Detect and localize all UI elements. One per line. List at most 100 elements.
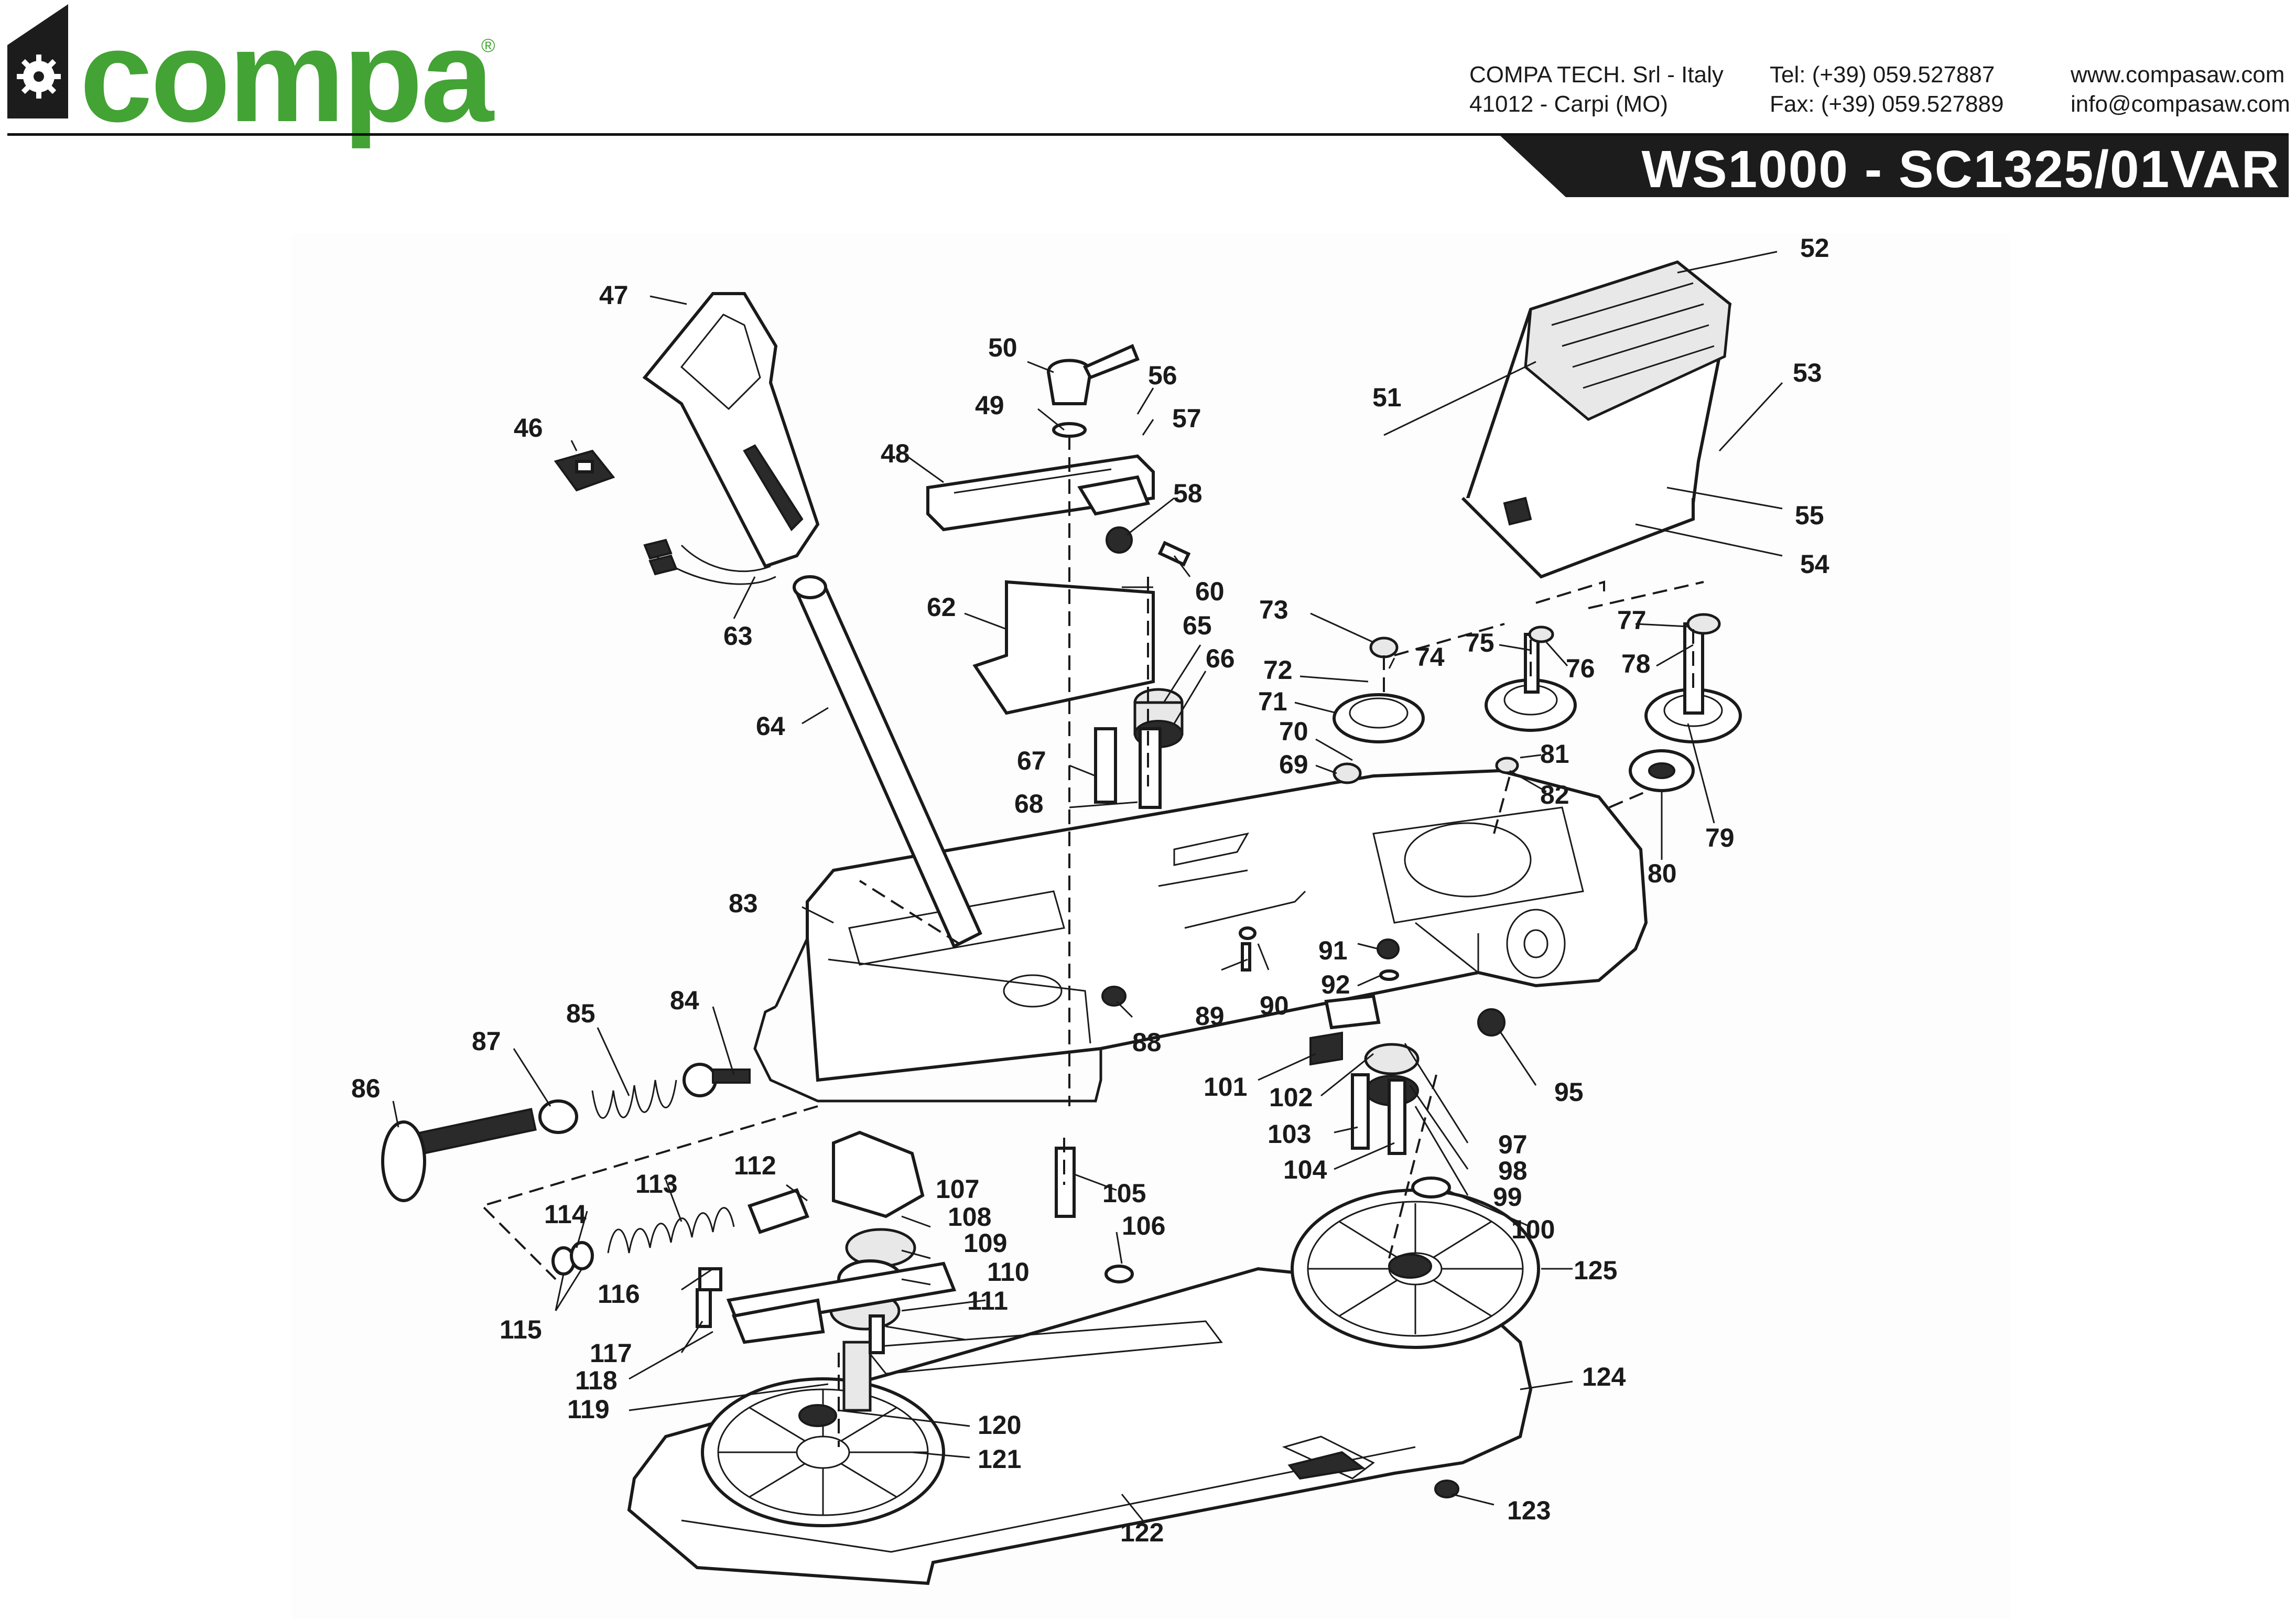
label-68: 68: [1014, 789, 1044, 818]
registered-mark: ®: [481, 35, 495, 56]
label-48: 48: [881, 439, 910, 468]
label-74: 74: [1415, 642, 1445, 672]
label-82: 82: [1540, 780, 1569, 810]
label-57: 57: [1172, 404, 1201, 433]
label-63: 63: [723, 621, 753, 651]
blade-tension-spring-part: [551, 1188, 809, 1276]
label-100: 100: [1511, 1215, 1555, 1244]
web-block: www.compasaw.com info@compasaw.com: [2071, 60, 2290, 119]
label-73: 73: [1259, 595, 1288, 624]
label-47: 47: [599, 280, 629, 310]
label-123: 123: [1507, 1496, 1551, 1525]
label-109: 109: [963, 1228, 1007, 1258]
title-banner: WS1000 - SC1325/01VAR: [1500, 136, 2289, 197]
label-60: 60: [1195, 577, 1225, 606]
label-86: 86: [351, 1074, 381, 1103]
label-114: 114: [544, 1200, 587, 1229]
callout-leaders: [392, 251, 1783, 1521]
guide-plate-part: [972, 580, 1155, 715]
label-71: 71: [1258, 687, 1287, 716]
company-address-block: COMPA TECH. Srl - Italy 41012 - Carpi (M…: [1469, 60, 1724, 119]
telephone: Tel: (+39) 059.527887: [1770, 62, 1995, 88]
company-address: 41012 - Carpi (MO): [1469, 91, 1669, 117]
company-name: COMPA TECH. Srl - Italy: [1469, 62, 1724, 88]
label-64: 64: [756, 711, 785, 741]
label-77: 77: [1617, 606, 1647, 635]
phone-block: Tel: (+39) 059.527887 Fax: (+39) 059.527…: [1770, 60, 2003, 119]
label-107: 107: [936, 1174, 979, 1204]
label-87: 87: [472, 1027, 501, 1056]
label-105: 105: [1102, 1179, 1146, 1208]
label-125: 125: [1574, 1256, 1617, 1285]
knob-part: [1046, 343, 1140, 438]
fax: Fax: (+39) 059.527889: [1770, 91, 2004, 117]
tension-screw-part: [381, 1063, 751, 1202]
lower-wheel-part: [701, 1377, 945, 1527]
page-title: WS1000 - SC1325/01VAR: [1641, 140, 2280, 199]
label-51: 51: [1372, 383, 1402, 412]
label-75: 75: [1465, 628, 1494, 657]
label-101: 101: [1204, 1072, 1247, 1102]
label-111: 111: [967, 1286, 1008, 1315]
label-46: 46: [514, 413, 543, 442]
label-95: 95: [1554, 1077, 1584, 1107]
label-103: 103: [1268, 1119, 1311, 1149]
label-52: 52: [1800, 233, 1829, 263]
label-58: 58: [1173, 479, 1203, 508]
motor-part: [1461, 260, 1732, 579]
label-118: 118: [575, 1366, 618, 1395]
label-121: 121: [978, 1444, 1021, 1474]
label-92: 92: [1321, 970, 1350, 999]
label-110: 110: [987, 1257, 1030, 1287]
blade-guide-bracket-part: [926, 454, 1155, 532]
gear-train-part: [1333, 613, 1742, 792]
label-112: 112: [734, 1151, 776, 1180]
label-124: 124: [1582, 1362, 1626, 1391]
label-53: 53: [1793, 358, 1822, 387]
compa-logo-icon: [7, 4, 68, 118]
label-116: 116: [598, 1279, 640, 1309]
label-62: 62: [927, 592, 956, 622]
label-69: 69: [1279, 750, 1308, 779]
label-81: 81: [1540, 739, 1569, 769]
label-83: 83: [729, 889, 758, 918]
switch-part: [554, 449, 615, 492]
label-115: 115: [500, 1315, 542, 1344]
label-70: 70: [1279, 717, 1308, 746]
label-88: 88: [1132, 1028, 1162, 1057]
label-98: 98: [1498, 1156, 1528, 1185]
logo-wordmark: compa: [80, 3, 494, 149]
label-120: 120: [978, 1410, 1021, 1440]
label-122: 122: [1120, 1518, 1164, 1547]
email-link[interactable]: info@compasaw.com: [2071, 91, 2290, 117]
label-113: 113: [635, 1169, 678, 1199]
label-119: 119: [567, 1395, 610, 1424]
label-76: 76: [1566, 654, 1595, 683]
label-108: 108: [948, 1202, 991, 1232]
label-104: 104: [1283, 1155, 1327, 1184]
label-72: 72: [1263, 655, 1293, 685]
label-56: 56: [1148, 361, 1177, 390]
label-91: 91: [1318, 936, 1348, 965]
label-117: 117: [590, 1339, 632, 1368]
website-link[interactable]: www.compasaw.com: [2071, 62, 2285, 88]
label-54: 54: [1800, 549, 1829, 579]
header-rule: [7, 133, 2289, 136]
lower-guide-part: [696, 890, 1506, 1498]
label-84: 84: [670, 986, 699, 1015]
label-65: 65: [1183, 611, 1212, 640]
handle-part: [642, 292, 820, 568]
label-79: 79: [1705, 823, 1735, 852]
label-67: 67: [1017, 746, 1046, 775]
label-89: 89: [1195, 1001, 1225, 1031]
label-97: 97: [1498, 1130, 1528, 1159]
label-78: 78: [1621, 649, 1651, 678]
assembly-lines: [480, 435, 1704, 1447]
label-80: 80: [1648, 859, 1677, 888]
label-85: 85: [566, 999, 595, 1028]
wire-part: [643, 538, 776, 585]
label-49: 49: [975, 391, 1004, 420]
upper-wheel-part: [1291, 1189, 1540, 1349]
label-66: 66: [1206, 644, 1235, 673]
label-106: 106: [1122, 1211, 1165, 1240]
